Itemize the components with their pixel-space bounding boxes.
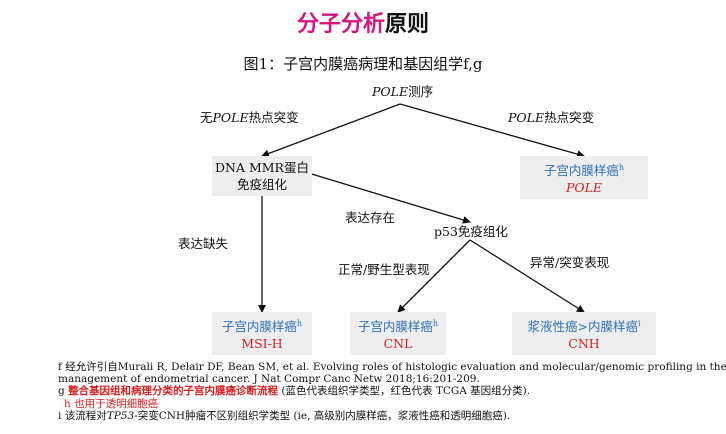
footnote-h: h 也用于透明细胞癌 [64, 398, 159, 410]
label-normal-wildtype: 正常/野生型表现 [338, 262, 430, 277]
footnote-f-line1: f 经允许引自Murali R, Delair DF, Bean SM, et … [58, 361, 726, 373]
footnote-i: i 该流程对TP53-突变CNH肿瘤不区别组织学类型 (ie, 高级别内膜样癌，… [58, 410, 511, 422]
box-endometrioid-pole: 子宫内膜样癌h POLE [520, 156, 648, 199]
node-pole-sequencing: POLE测序 [372, 84, 434, 99]
edge-root-to-pole [399, 103, 585, 158]
footnote-f-line2: management of endometrial cancer. J Nat … [58, 373, 480, 385]
page-title: 分子分析原则 [296, 12, 430, 37]
edge-p53-to-cnh [469, 239, 585, 313]
figure-title: 图1：子宫内膜癌病理和基因组学f,g [243, 55, 483, 73]
node-p53-ihc: p53免疫组化 [434, 224, 508, 239]
label-no-pole-hotspot: 无POLE热点突变 [200, 110, 299, 125]
edge-mmr-to-p53 [304, 171, 471, 224]
edge-p53-to-cnl [397, 239, 471, 313]
box-dna-mmr-ihc: DNA MMR蛋白 免疫组化 [212, 156, 312, 196]
label-expression-present: 表达存在 [345, 210, 396, 225]
box-serous-cnh: 浆液性癌>内膜样癌i CNH [512, 312, 656, 355]
label-expression-loss: 表达缺失 [178, 236, 229, 251]
label-pole-hotspot: POLE热点突变 [508, 110, 595, 125]
box-endometrioid-msi-h: 子宫内膜样癌h MSI-H [212, 312, 312, 355]
footnote-g: g 整合基因组和病理分类的子宫内膜癌诊断流程 (蓝色代表组织学类型，红色代表 T… [58, 385, 531, 397]
label-abnormal-mutant: 异常/突变表现 [530, 255, 610, 270]
box-endometrioid-cnl: 子宫内膜样癌h CNL [350, 312, 446, 355]
edge-root-to-mmr [261, 103, 401, 158]
